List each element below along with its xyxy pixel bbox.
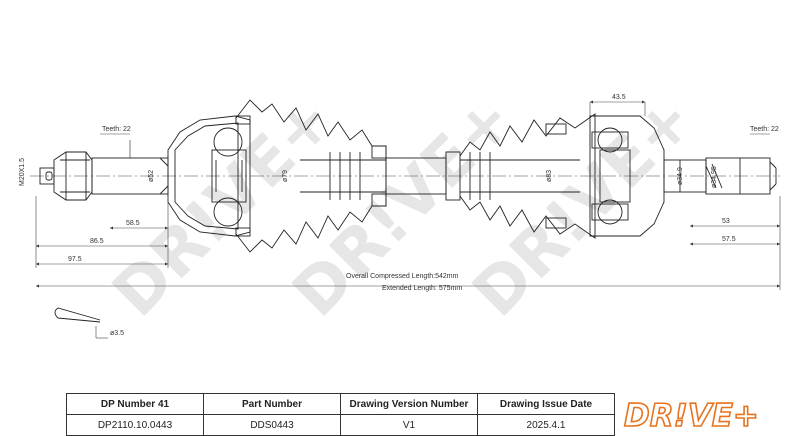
drive-logo: DR!VE+ [623,397,759,433]
title-block-value-row: DP2110.10.0443 DDS0443 V1 2025.4.1 [66,414,615,436]
right-ball-top [597,127,623,153]
title-block: DP Number 41 Part Number Drawing Version… [66,393,615,436]
dim-d79: ø79 [282,170,289,182]
dim-thread: M20X1.5 [19,158,26,186]
logo-text: DR!VE+ [624,398,759,433]
value-part-number: DDS0443 [203,414,341,436]
dim-d52: ø52 [148,170,155,182]
right-cv-housing [589,115,665,237]
dim-d83: ø83 [546,170,553,182]
dim-teeth-left: Teeth: 22 [102,126,131,133]
cotter-pin [54,307,101,323]
dim-97-5: 97.5 [68,256,82,263]
value-issue-date: 2025.4.1 [477,414,615,436]
dim-extended-length: Extended Length: 575mm [382,285,462,292]
dim-d34-95: ø34.95 [711,166,718,188]
watermark: DR!VE+ DR!VE+ DR!VE+ [99,82,708,331]
dimension-lines [35,100,781,339]
dim-d3-5: ø3.5 [110,330,124,337]
header-drawing-version: Drawing Version Number [340,393,478,415]
dim-86-5: 86.5 [90,238,104,245]
dim-57-5: 57.5 [722,236,736,243]
title-block-header-row: DP Number 41 Part Number Drawing Version… [66,393,615,415]
dim-d34-9: ø34.9 [677,167,684,185]
dim-teeth-right: Teeth: 22 [750,126,779,133]
dim-43-5: 43.5 [612,94,626,101]
left-ball-top [213,127,243,157]
right-spline [705,157,771,195]
value-dp-number: DP2110.10.0443 [66,414,204,436]
dim-58-5: 58.5 [126,220,140,227]
header-dp-number: DP Number 41 [66,393,204,415]
right-ball-bottom [597,199,623,225]
left-ball-bottom [213,197,243,227]
value-drawing-version: V1 [340,414,478,436]
header-issue-date: Drawing Issue Date [477,393,615,415]
shaft-geometry [30,99,780,323]
dim-overall-length: Overall Compressed Length:542mm [346,273,459,280]
right-boot [459,113,596,239]
header-part-number: Part Number [203,393,341,415]
dim-53: 53 [722,218,730,225]
